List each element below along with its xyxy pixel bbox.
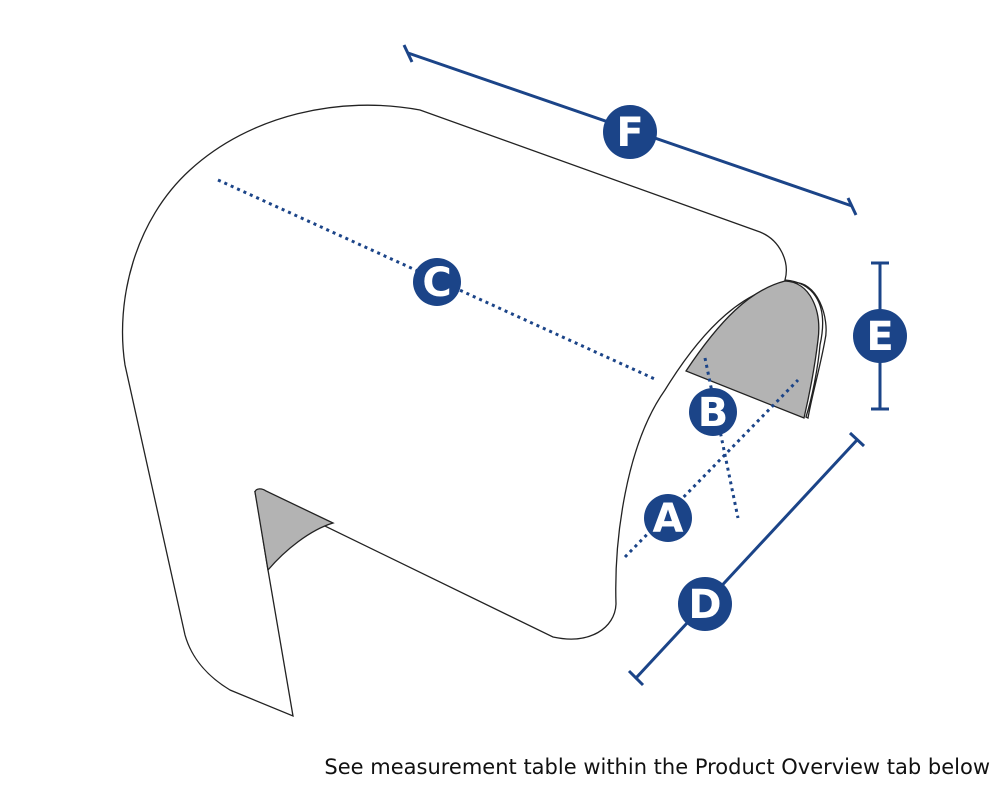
badge-f-label: F	[616, 110, 643, 156]
badge-e-label: E	[866, 314, 893, 360]
badge-d: D	[678, 577, 732, 631]
badge-d-label: D	[688, 582, 721, 628]
badge-b-label: B	[698, 390, 729, 436]
rear-opening	[685, 280, 820, 419]
dimension-d-line	[634, 438, 859, 680]
badge-a: A	[644, 494, 692, 542]
badge-c-label: C	[422, 260, 451, 306]
badge-f: F	[603, 105, 657, 159]
cover-body-outline	[121, 104, 827, 718]
dimension-d-cap-top	[848, 431, 866, 448]
dimension-f-cap-start	[402, 44, 414, 63]
front-notch-opening	[254, 488, 335, 572]
dimension-f-cap-end	[846, 197, 858, 216]
badge-e: E	[853, 309, 907, 363]
badge-b: B	[689, 388, 737, 436]
badge-a-label: A	[653, 496, 684, 542]
measurement-caption: See measurement table within the Product…	[324, 755, 990, 779]
dimension-d-cap-bottom	[627, 669, 645, 687]
badge-c: C	[413, 258, 461, 306]
